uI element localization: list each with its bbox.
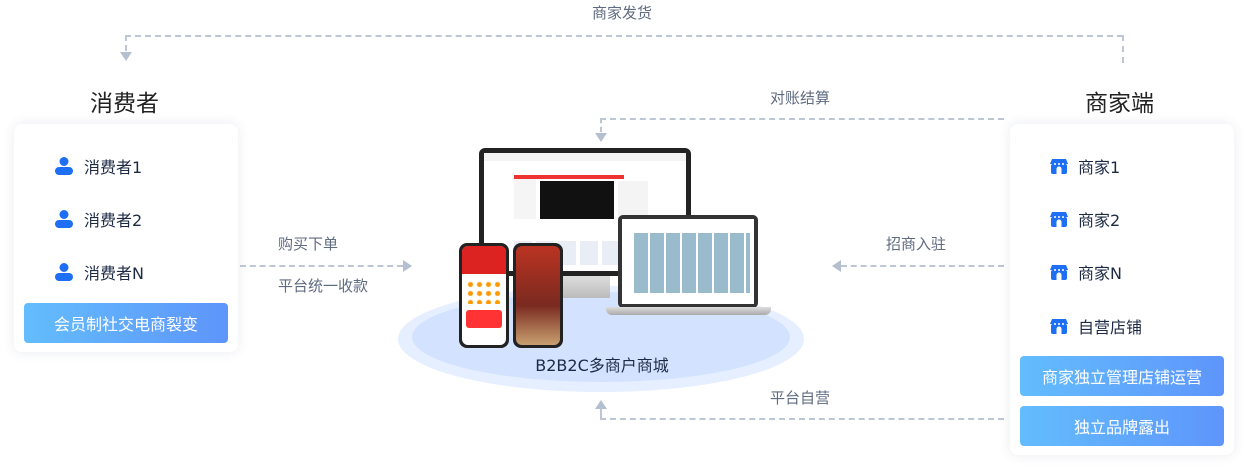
merchant-label: 商家1 xyxy=(1078,158,1121,177)
flow-label-ship: 商家发货 xyxy=(592,4,653,22)
self-run-line xyxy=(600,418,1004,420)
merchant-label: 商家2 xyxy=(1078,211,1121,230)
settle-line-down xyxy=(600,118,602,132)
ship-line-left xyxy=(125,35,127,51)
user-icon xyxy=(55,157,73,175)
store-icon xyxy=(1050,265,1068,280)
phone-illustration xyxy=(513,243,563,348)
platform-label: B2B2C多商户商城 xyxy=(535,356,669,375)
user-icon xyxy=(55,263,73,281)
merchant-card: 商家1 商家2 商家N 自营店铺 商家独立管理店铺运营 独立品牌露出 xyxy=(1010,124,1234,455)
merchant-label: 商家N xyxy=(1078,264,1122,283)
ship-line-right xyxy=(1122,35,1124,63)
ship-line xyxy=(125,35,1123,37)
laptop-illustration xyxy=(618,215,758,308)
brand-exposure-button[interactable]: 独立品牌露出 xyxy=(1020,406,1224,446)
store-management-button[interactable]: 商家独立管理店铺运营 xyxy=(1020,356,1224,396)
merchant-label: 自营店铺 xyxy=(1078,318,1143,337)
arrow-right-icon xyxy=(403,260,412,272)
store-icon xyxy=(1050,159,1068,174)
consumer-title: 消费者 xyxy=(90,91,159,117)
merchant-item[interactable]: 商家1 xyxy=(1050,154,1120,178)
social-commerce-button[interactable]: 会员制社交电商裂变 xyxy=(24,303,228,343)
consumer-label: 消费者2 xyxy=(84,211,143,230)
consumer-item[interactable]: 消费者2 xyxy=(54,207,142,231)
consumer-item[interactable]: 消费者1 xyxy=(54,154,142,178)
recruit-line xyxy=(841,265,1004,267)
merchant-title: 商家端 xyxy=(1085,91,1154,117)
arrow-left-icon xyxy=(832,260,841,272)
store-icon xyxy=(1050,212,1068,227)
flow-label-recruit: 招商入驻 xyxy=(886,235,947,253)
consumer-item[interactable]: 消费者N xyxy=(54,260,144,284)
flow-label-collect: 平台统一收款 xyxy=(278,277,369,295)
arrow-down-icon xyxy=(120,52,132,61)
phone-illustration xyxy=(459,243,509,348)
user-icon xyxy=(55,210,73,228)
consumer-card: 消费者1 消费者2 消费者N 会员制社交电商裂变 xyxy=(14,124,238,352)
merchant-item[interactable]: 商家N xyxy=(1050,260,1122,284)
merchant-item[interactable]: 商家2 xyxy=(1050,207,1120,231)
laptop-base xyxy=(606,307,771,315)
consumer-label: 消费者N xyxy=(84,264,144,283)
arrow-down-icon xyxy=(595,133,607,142)
store-icon xyxy=(1050,319,1068,334)
merchant-item[interactable]: 自营店铺 xyxy=(1050,314,1142,338)
order-line xyxy=(240,265,403,267)
settle-line xyxy=(600,118,1004,120)
flow-label-order: 购买下单 xyxy=(278,235,339,253)
consumer-label: 消费者1 xyxy=(84,158,143,177)
flow-label-settle: 对账结算 xyxy=(770,89,831,107)
monitor-stand xyxy=(560,276,610,298)
arrow-up-icon xyxy=(595,400,607,409)
flow-label-self-run: 平台自营 xyxy=(770,389,831,407)
self-run-line-up xyxy=(600,408,602,419)
